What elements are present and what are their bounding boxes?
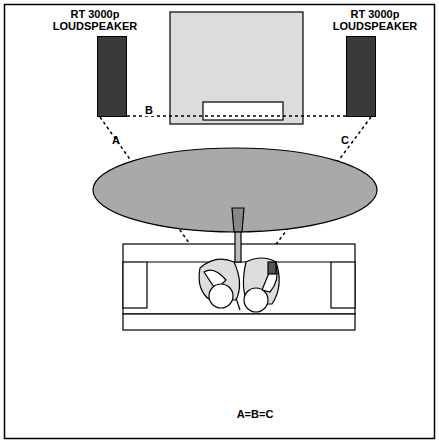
- speaker-box: [97, 36, 127, 117]
- distance-label: C: [341, 134, 349, 146]
- listeners: [199, 258, 279, 312]
- coffee-table: [93, 148, 377, 232]
- distance-line: [127, 115, 346, 117]
- speaker-label: RT 3000p LOUDSPEAKER: [48, 8, 142, 32]
- room-frame: [5, 5, 435, 439]
- television: [170, 12, 303, 124]
- loudspeaker: RT 3000p LOUDSPEAKER: [48, 8, 142, 32]
- speaker-label: RT 3000p LOUDSPEAKER: [328, 8, 422, 32]
- lamp: [232, 208, 244, 262]
- equation-note: A=B=C: [237, 408, 274, 420]
- distance-label: A: [112, 134, 120, 146]
- speaker-box: [346, 36, 376, 117]
- distance-label: B: [144, 104, 154, 116]
- loudspeaker: RT 3000p LOUDSPEAKER: [328, 8, 422, 32]
